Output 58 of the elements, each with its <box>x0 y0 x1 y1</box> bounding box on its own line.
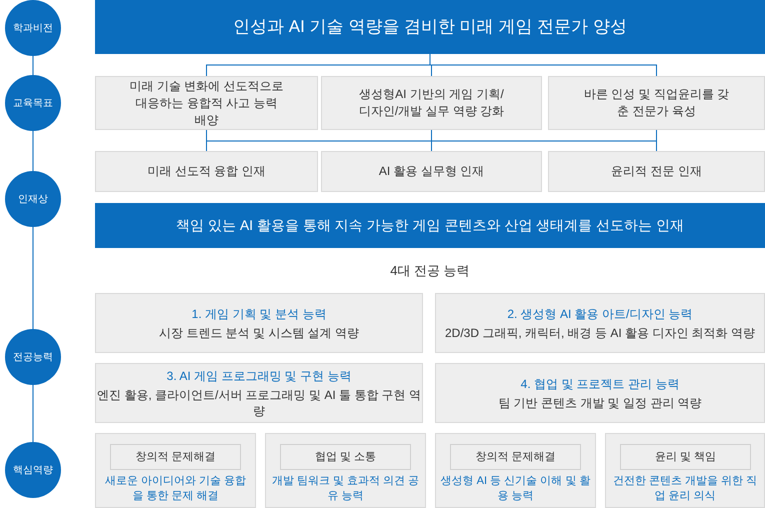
competency-text: 2D/3D 그래픽, 캐릭터, 배경 등 AI 활용 디자인 최적화 역량 <box>444 324 756 340</box>
box-text: 미래 선도적 융합 인재 <box>146 163 266 180</box>
core-card <box>95 433 256 508</box>
banner-box <box>95 0 765 54</box>
core-card <box>435 433 596 508</box>
connector-line <box>430 54 657 76</box>
connector-line <box>32 384 34 442</box>
competency-text: 팀 기반 콘텐츠 개발 및 일정 관리 역량 <box>498 394 702 410</box>
title-box <box>280 444 411 470</box>
core-title: 윤리 및 책임 <box>654 450 716 465</box>
title-box <box>110 444 241 470</box>
box-text: 미래 기술 변화에 선도적으로 대응하는 융합적 사고 능력 배양 <box>128 78 284 128</box>
core-title: 창의적 문제해결 <box>475 450 556 465</box>
content-box <box>95 76 318 130</box>
banner-box <box>95 203 765 248</box>
competency-title: 3. AI 게임 프로그래밍 및 구현 능력 <box>166 368 352 384</box>
competency-text: 시장 트렌드 분석 및 시스템 설계 역량 <box>158 324 359 340</box>
content-box <box>95 151 318 192</box>
competency-text: 엔진 활용, 클라이언트/서버 프로그래밍 및 AI 툴 통합 구현 역량 <box>96 386 422 418</box>
connector-line <box>32 56 34 76</box>
title-box <box>620 444 751 470</box>
box-text: 윤리적 전문 인재 <box>610 163 703 180</box>
circle-label: 핵심역량 <box>13 464 53 478</box>
section-heading: 4대 전공 능력 <box>389 262 471 280</box>
competency-box <box>435 363 765 423</box>
circle-label: 전공능력 <box>13 350 53 364</box>
banner-text: 인성과 AI 기술 역량을 겸비한 미래 게임 전문가 양성 <box>233 16 627 38</box>
core-description: 생성형 AI 등 신기술 이해 및 활용 능력 <box>440 474 591 504</box>
connector-line <box>32 226 34 330</box>
core-description: 개발 팀워크 및 효과적 의견 공유 능력 <box>270 474 420 504</box>
competency-title: 2. 생성형 AI 활용 아트/디자인 능력 <box>507 306 693 322</box>
box-text: 바른 인성 및 직업윤리를 갖춘 전문가 육성 <box>582 86 730 120</box>
core-description: 새로운 아이디어와 기술 융합을 통한 문제 해결 <box>104 474 248 504</box>
competency-title: 4. 협업 및 프로젝트 관리 능력 <box>520 376 680 392</box>
content-box <box>321 76 542 130</box>
core-card <box>605 433 765 508</box>
connector-line <box>206 130 207 152</box>
connector-line <box>431 130 432 152</box>
content-box <box>548 151 765 192</box>
competency-box <box>95 363 423 423</box>
circle-label: 인재상 <box>18 192 48 206</box>
competency-title: 1. 게임 기획 및 분석 능력 <box>192 306 326 322</box>
content-box <box>548 76 765 130</box>
circle-label: 학과비전 <box>13 22 53 36</box>
banner-text: 책임 있는 AI 활용을 통해 지속 가능한 게임 콘텐츠와 산업 생태계를 선도하는 인재 <box>176 216 684 235</box>
box-text: AI 활용 실무형 인재 <box>378 163 486 180</box>
core-title: 협업 및 소통 <box>314 450 376 465</box>
core-description: 건전한 콘텐츠 개발을 위한 직업 윤리 의식 <box>612 474 758 504</box>
connector-line <box>32 130 34 172</box>
content-box <box>321 151 542 192</box>
title-box <box>450 444 581 470</box>
box-text: 생성형AI 기반의 게임 기획/ 디자인/개발 실무 역량 강화 <box>358 86 506 120</box>
circle-label: 교육목표 <box>13 96 53 110</box>
competency-box <box>95 293 423 353</box>
connector-line <box>656 130 657 152</box>
competency-box <box>435 293 765 353</box>
core-title: 창의적 문제해결 <box>135 450 216 465</box>
core-card <box>265 433 426 508</box>
